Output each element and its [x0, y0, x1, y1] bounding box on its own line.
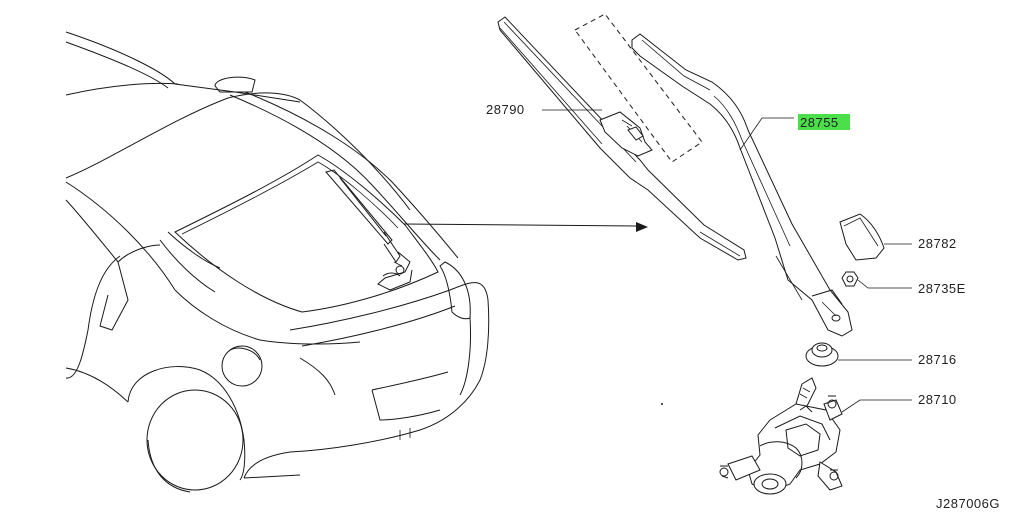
nut-part — [841, 271, 859, 287]
detail-pointer-arrow — [403, 222, 648, 232]
wiper-motor-part — [661, 377, 843, 495]
callout-leaders — [542, 109, 912, 413]
pivot-cap-part — [839, 213, 885, 261]
part-label-28782: 28782 — [918, 236, 957, 251]
part-label-28790: 28790 — [486, 102, 525, 117]
part-label-28735e: 28735E — [918, 281, 966, 296]
seal-part — [805, 342, 839, 367]
optional-part-outline — [574, 13, 703, 163]
part-label-28716: 28716 — [918, 352, 957, 367]
wiper-blade-part — [497, 16, 747, 261]
car-rear-illustration — [65, 31, 490, 493]
wiper-arm-part — [631, 33, 853, 337]
highlight-mark — [798, 114, 850, 130]
part-label-28710: 28710 — [918, 392, 957, 407]
part-label-28755: 28755 — [800, 115, 839, 130]
diagram-id-label: J287006G — [936, 496, 1000, 511]
